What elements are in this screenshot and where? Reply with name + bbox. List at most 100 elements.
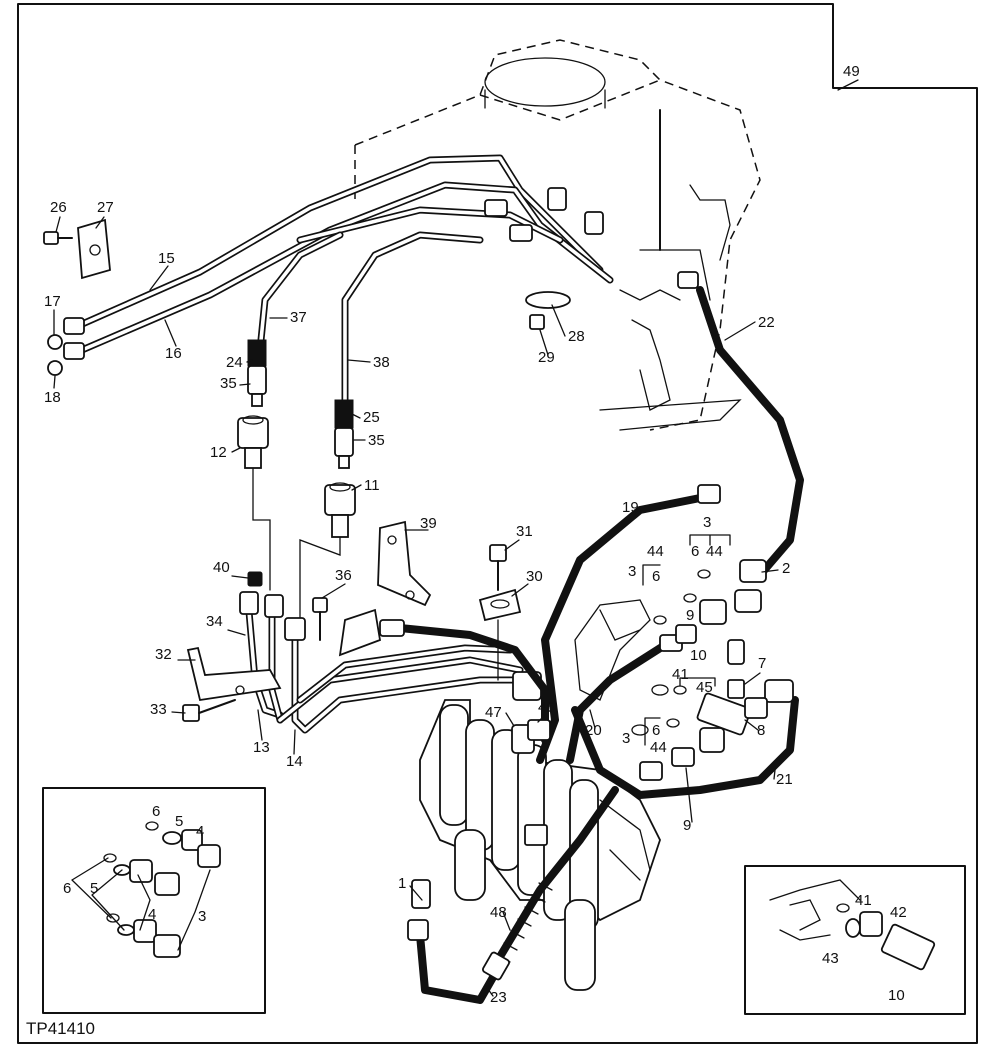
bracket-41-45 <box>679 677 716 687</box>
bracket-32 <box>186 646 282 702</box>
callout-44-top-b: 44 <box>706 543 723 560</box>
inset-callout-4-a: 4 <box>196 823 204 840</box>
fitting-9-upper <box>675 624 697 644</box>
callout-1: 1 <box>398 875 406 892</box>
callout-37: 37 <box>290 309 307 326</box>
inset-callout-6-b: 6 <box>63 880 71 897</box>
o-ring-41-mid <box>673 685 687 695</box>
callout-21: 21 <box>776 771 793 788</box>
valve-section-outline <box>574 599 669 736</box>
callout-32: 32 <box>155 646 172 663</box>
callout-16: 16 <box>165 345 182 362</box>
callout-41-mid: 41 <box>672 666 689 683</box>
bolt-26 <box>43 231 73 245</box>
callout-6-low: 6 <box>652 722 660 739</box>
clamp-28 <box>525 291 571 330</box>
callout-49: 49 <box>843 63 860 80</box>
bolt-36 <box>312 597 328 641</box>
control-valve <box>419 699 661 991</box>
figure-code: TP41410 <box>26 1019 95 1038</box>
hose-20 <box>566 641 669 764</box>
callout-46: 46 <box>538 699 555 716</box>
callout-3-left: 3 <box>628 563 636 580</box>
callout-25: 25 <box>363 409 380 426</box>
callout-34: 34 <box>206 613 223 630</box>
bracket-3-44-left <box>642 564 661 586</box>
callout-13: 13 <box>253 739 270 756</box>
steel-lines-15-16 <box>76 154 614 354</box>
callout-22: 22 <box>758 314 775 331</box>
callout-8: 8 <box>757 722 765 739</box>
clamp-30 <box>478 588 522 622</box>
callout-38: 38 <box>373 354 390 371</box>
inset-callout-42: 42 <box>890 904 907 921</box>
fitting-45 <box>696 679 768 736</box>
bracket-3-44-lower <box>644 717 661 746</box>
callout-leaders <box>53 79 859 997</box>
hose-22 <box>696 286 804 579</box>
callout-12: 12 <box>210 444 227 461</box>
cap-40 <box>247 571 263 587</box>
callout-9-upper: 9 <box>686 607 694 624</box>
inset-callout-6-a: 6 <box>152 803 160 820</box>
callout-47: 47 <box>485 704 502 721</box>
fitting-44-set <box>666 569 727 753</box>
callout-48: 48 <box>490 904 507 921</box>
callout-14: 14 <box>286 753 303 770</box>
callout-10-mid: 10 <box>690 647 707 664</box>
callout-45: 45 <box>696 679 713 696</box>
callout-44-top-a: 44 <box>647 543 664 560</box>
spring-guard-48 <box>482 786 619 981</box>
callout-2: 2 <box>782 560 790 577</box>
callout-labels: 49 26 27 15 17 16 18 37 24 35 12 38 25 3… <box>44 63 907 1006</box>
callout-40: 40 <box>213 559 230 576</box>
bolt-33 <box>182 699 236 722</box>
leader-adapter-11 <box>299 536 341 621</box>
callout-33: 33 <box>150 701 167 718</box>
callout-27: 27 <box>97 199 114 216</box>
clamp-27 <box>77 218 111 280</box>
callout-3-low: 3 <box>622 730 630 747</box>
adapter-11 <box>324 482 356 538</box>
inset-left-parts <box>71 821 221 958</box>
inset-callout-10: 10 <box>888 987 905 1004</box>
callout-17: 17 <box>44 293 61 310</box>
clamp-near-36 <box>338 608 382 657</box>
leader-adapter-12 <box>252 467 271 591</box>
inset-callout-3: 3 <box>198 908 206 925</box>
callout-20: 20 <box>585 722 602 739</box>
hose-38 <box>334 231 484 469</box>
callout-23: 23 <box>490 989 507 1006</box>
callout-36: 36 <box>335 567 352 584</box>
hose-fittings <box>379 484 794 941</box>
fitting-47-46 <box>511 719 551 754</box>
callout-24: 24 <box>226 354 243 371</box>
callout-6-mid: 6 <box>652 568 660 585</box>
diagram-frame <box>17 3 978 1044</box>
hose-from-30-clamp <box>396 624 549 744</box>
callout-6-top: 6 <box>691 543 699 560</box>
callout-29: 29 <box>538 349 555 366</box>
callout-15: 15 <box>158 250 175 267</box>
callout-31: 31 <box>516 523 533 540</box>
hose-19 <box>536 493 709 764</box>
callout-26: 26 <box>50 199 67 216</box>
callout-44-low: 44 <box>650 739 667 756</box>
inset-right-parts <box>769 879 936 971</box>
inset-callout-43: 43 <box>822 950 839 967</box>
callout-19: 19 <box>622 499 639 516</box>
callout-35-a: 35 <box>220 375 237 392</box>
callout-7: 7 <box>758 655 766 672</box>
adapter-12 <box>237 415 269 469</box>
pump-housing-outline <box>354 39 761 431</box>
line-fittings <box>47 187 699 376</box>
inset-callout-5-b: 5 <box>90 880 98 897</box>
inset-box-left <box>42 787 266 1014</box>
callout-3-top: 3 <box>703 514 711 531</box>
hose-21 <box>571 696 799 799</box>
bolt-31 <box>489 544 507 681</box>
fitting-9-lower <box>671 747 695 767</box>
callout-28: 28 <box>568 328 585 345</box>
